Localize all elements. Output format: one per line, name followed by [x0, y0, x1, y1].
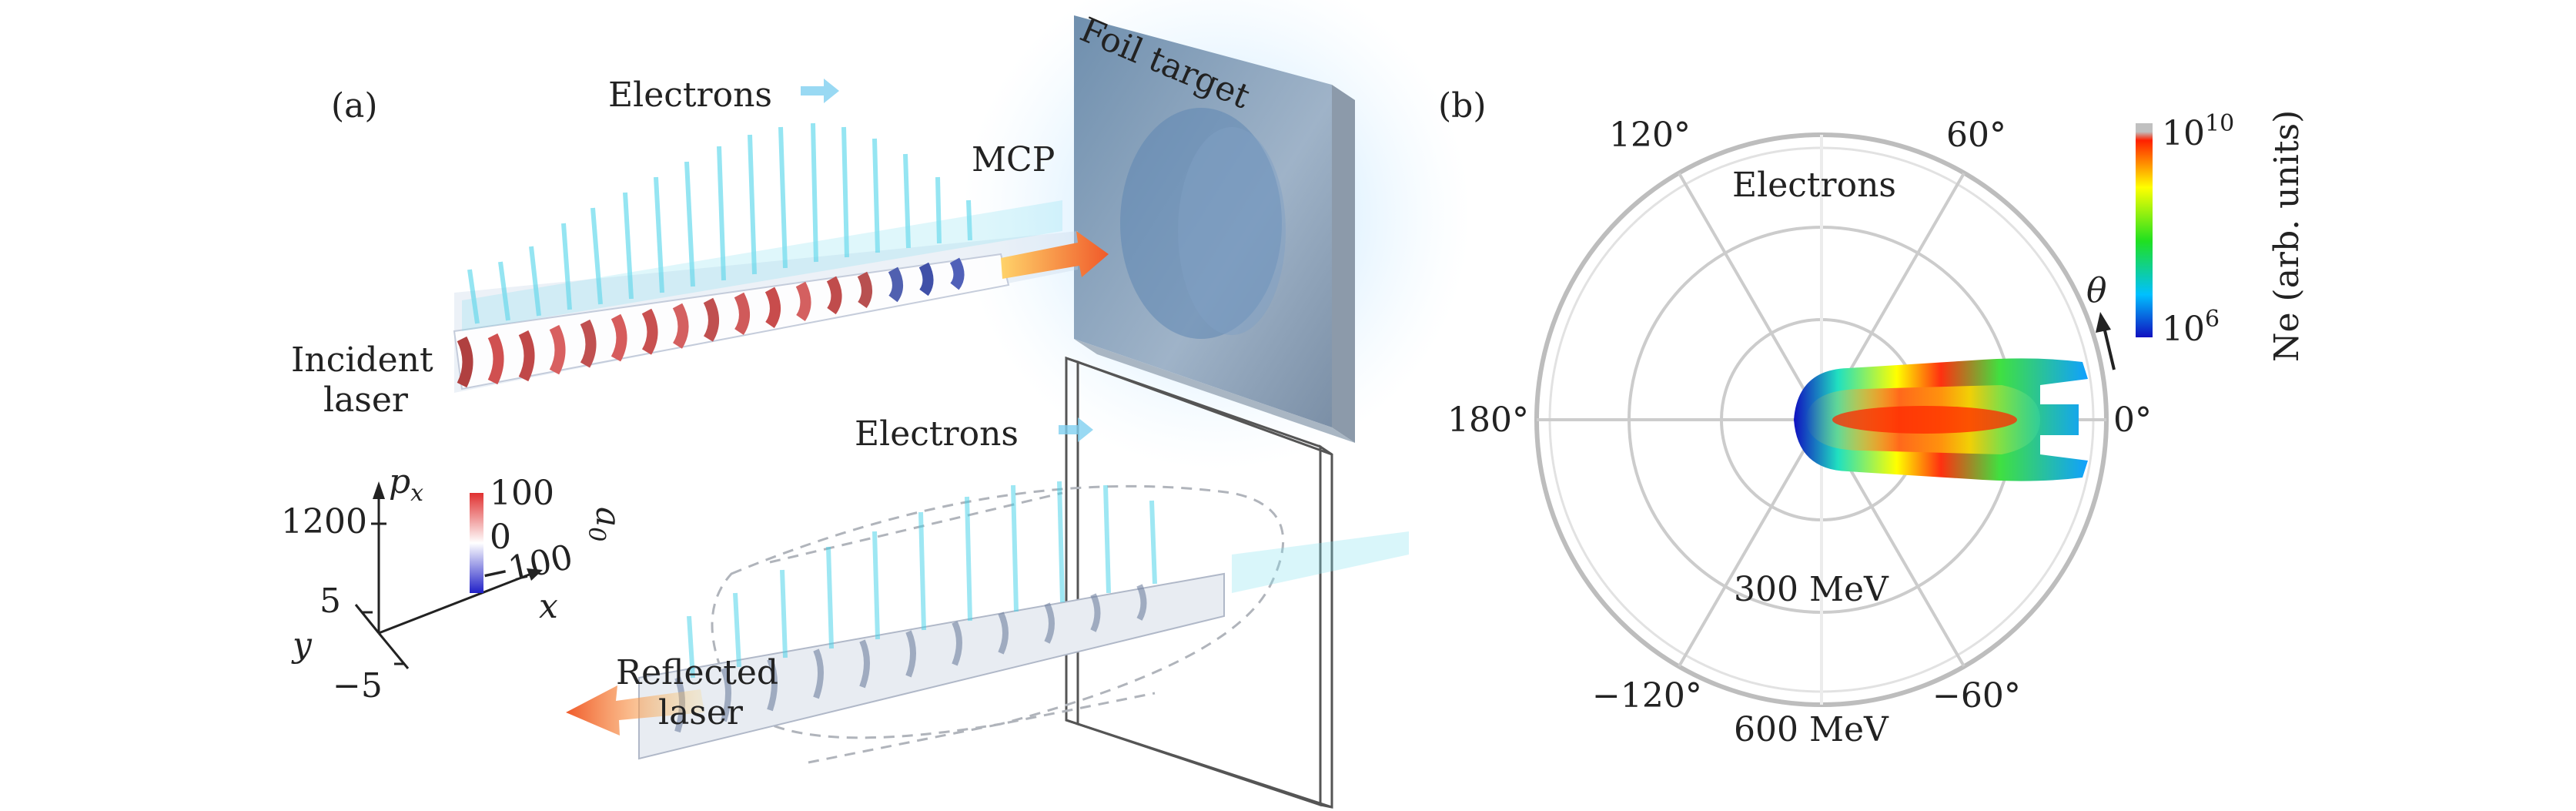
- reflected-laser-beam: [638, 481, 1409, 760]
- ne-colorbar-title: Ne (arb. units): [2267, 110, 2307, 362]
- electron-cloud-top: [467, 122, 972, 324]
- ne-colorbar: [2136, 123, 2153, 337]
- incident-laser-label-2: laser: [323, 380, 409, 420]
- angle-minus120: −120°: [1592, 676, 1702, 715]
- radial-600mev: 600 MeV: [1734, 710, 1889, 749]
- theta-arrow: [2096, 312, 2116, 370]
- ne-tick-top: 1010: [2162, 110, 2234, 153]
- panel-b: (b) 120° 60° 180° 0° −120° −60° Electron…: [1438, 86, 2307, 749]
- reflected-laser-arrow: [566, 685, 704, 736]
- electrons-bottom-label: Electrons: [855, 414, 1019, 454]
- angle-0: 0°: [2113, 400, 2152, 440]
- foil-target: [1074, 15, 1355, 443]
- panel-a: (a): [281, 0, 1470, 809]
- angle-180: 180°: [1447, 400, 1529, 440]
- incident-laser-arrow: [1001, 231, 1109, 279]
- electrons-top-label: Electrons: [608, 75, 772, 115]
- electron-angular-distribution: [1794, 358, 2088, 481]
- a0-tick-0: 0: [490, 518, 511, 557]
- incident-laser-beam: [453, 122, 1078, 393]
- electrons-bottom-arrow: [1059, 417, 1093, 442]
- panel-a-label: (a): [331, 86, 378, 126]
- radial-300mev: 300 MeV: [1734, 570, 1889, 609]
- axis-px-label: px: [389, 462, 423, 507]
- reflected-laser-label-2: laser: [658, 693, 744, 732]
- axis-tick-1200: 1200: [281, 502, 367, 541]
- axes-3d: [354, 481, 543, 669]
- theta-label: θ: [2086, 271, 2107, 310]
- a0-colorbar: [470, 493, 483, 593]
- panel-b-label: (b): [1438, 86, 1487, 126]
- axis-x-label: x: [539, 587, 558, 626]
- axis-tick-minus5: −5: [333, 666, 383, 705]
- laser-wavefronts: [457, 257, 965, 388]
- a0-tick-100: 100: [490, 474, 554, 513]
- angle-minus60: −60°: [1932, 676, 2021, 715]
- mcp-frame: [1065, 356, 1333, 809]
- angle-120: 120°: [1609, 116, 1691, 155]
- mcp-label: MCP: [972, 140, 1055, 179]
- reflected-laser-label-1: Reflected: [616, 653, 778, 692]
- a0-colorbar-title: a0: [583, 507, 627, 541]
- axis-tick-5: 5: [319, 581, 341, 621]
- electrons-top-arrow: [801, 79, 839, 103]
- incident-laser-label-1: Incident: [291, 340, 433, 380]
- ne-tick-bottom: 106: [2162, 306, 2220, 349]
- angle-60: 60°: [1946, 116, 2006, 155]
- axis-y-label: y: [291, 625, 313, 665]
- panel-b-title: Electrons: [1732, 166, 1896, 205]
